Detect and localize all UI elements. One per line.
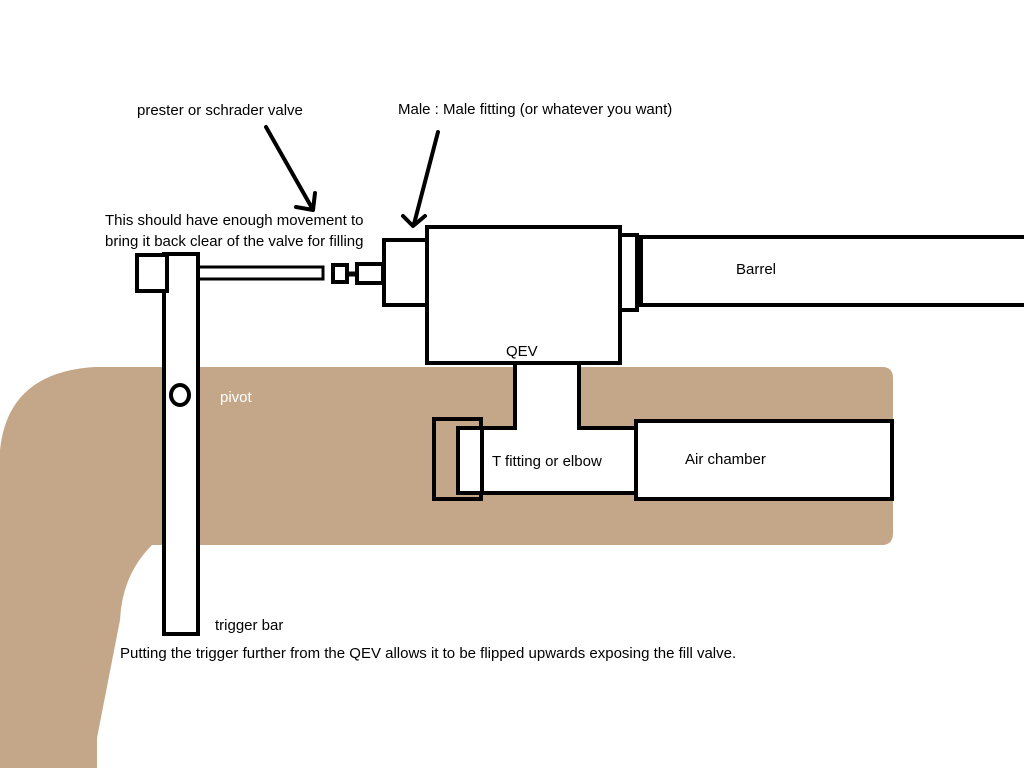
qev-stem-cover	[517, 424, 577, 432]
qev-stem	[513, 365, 581, 430]
movement-label-line2: bring it back clear of the valve for fil…	[105, 233, 364, 250]
fitting-arrow	[401, 130, 440, 228]
pivot-circle	[169, 383, 191, 407]
fill-valve	[355, 262, 385, 285]
barrel-label: Barrel	[736, 261, 777, 278]
air-chamber-label: Air chamber	[685, 451, 766, 468]
t-fitting-cap-inner	[456, 426, 484, 495]
trigger-bar-label: trigger bar	[215, 617, 284, 634]
t-fitting-body	[478, 426, 638, 495]
rod-end-block	[135, 253, 169, 293]
fitting-label: Male : Male fitting (or whatever you wan…	[398, 101, 673, 118]
male-fitting	[382, 238, 429, 307]
pivot-label: pivot	[220, 389, 252, 406]
valve-tip	[331, 263, 349, 284]
qev-stem-fill	[517, 366, 577, 428]
valve-label: prester or schrader valve	[137, 102, 303, 119]
movement-label-line1: This should have enough movement to	[105, 212, 364, 229]
air-chamber	[634, 419, 894, 501]
valve-arrow	[264, 125, 317, 212]
t-fitting-label: T fitting or elbow	[492, 453, 602, 470]
qev-body	[425, 225, 622, 365]
trigger-bar	[162, 252, 200, 636]
barrel	[639, 235, 1024, 307]
note-label: Putting the trigger further from the QEV…	[120, 645, 737, 662]
qev-label: QEV	[506, 343, 538, 360]
